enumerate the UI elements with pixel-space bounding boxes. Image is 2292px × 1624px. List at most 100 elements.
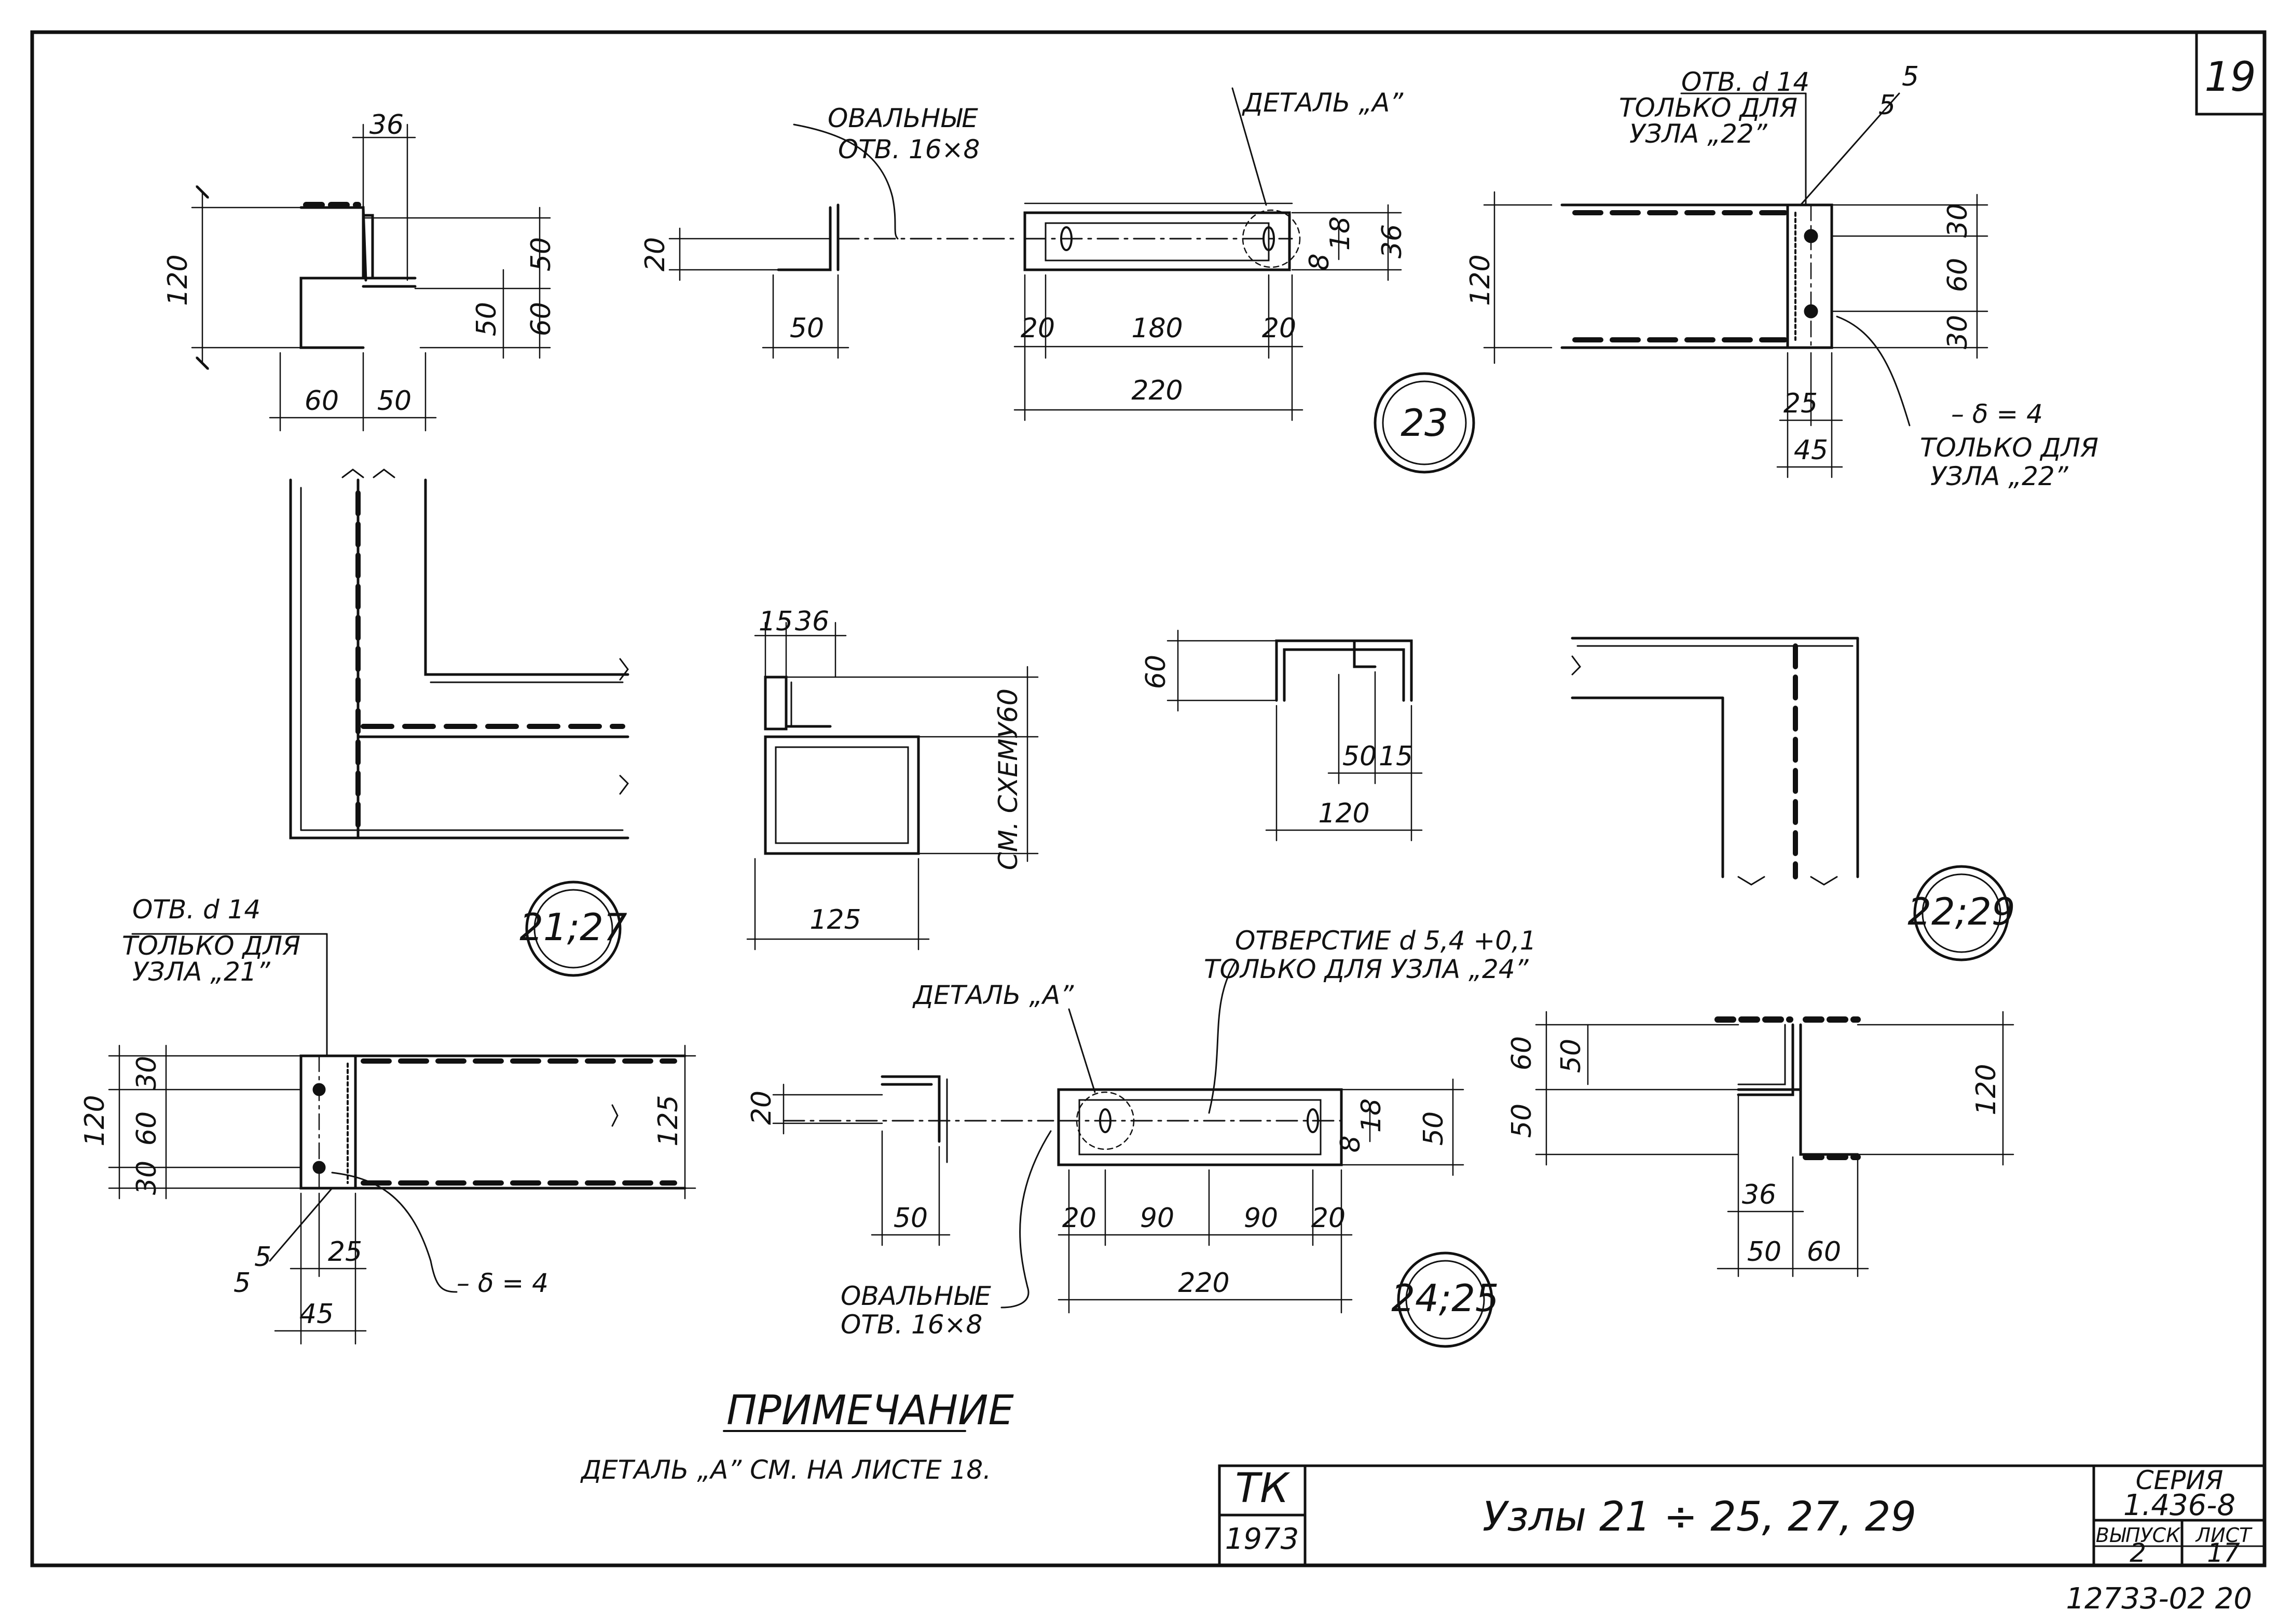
- note-heading: ПРИМЕЧАНИЕ: [726, 1387, 1014, 1434]
- dim-label: 50: [1747, 1236, 1781, 1268]
- dim-label: 90: [1140, 1203, 1174, 1234]
- dim-label: 25: [328, 1236, 362, 1268]
- t-joint-22-29: [1571, 637, 1859, 886]
- dim-label: 30: [131, 1161, 162, 1195]
- dim-label: 30: [1942, 203, 1973, 238]
- section-view-2: [668, 123, 1018, 359]
- only-node-label: УЗЛА „22”: [1930, 461, 2069, 491]
- dim-label: 25: [1783, 388, 1818, 419]
- dim-label: 50: [1556, 1039, 1587, 1073]
- node-label-21-27: 21;27: [519, 905, 627, 949]
- plate-thickness-label: – δ = 4: [1951, 399, 2043, 429]
- dim-label: 50: [790, 313, 824, 344]
- oval-holes-label: ОТВ. 16×8: [841, 1310, 982, 1340]
- drawing-frame: [30, 30, 2267, 1567]
- dim-label: 15: [1379, 741, 1413, 772]
- drawing-title: Узлы 21 ÷ 25, 27, 29: [1483, 1494, 1916, 1540]
- node-label-22-29: 22;29: [1907, 890, 2015, 933]
- series-value: 1.436-8: [2123, 1489, 2235, 1522]
- dim-label: 120: [162, 254, 194, 306]
- dim-label: 36: [369, 109, 404, 141]
- dim-label: 50: [1506, 1104, 1538, 1138]
- dim-label: 180: [1131, 313, 1183, 344]
- dim-label: 15: [759, 606, 793, 637]
- dim-label: 120: [79, 1095, 111, 1146]
- elevation-view-22: [1483, 92, 1988, 478]
- detail-a-label: ДЕТАЛЬ „А”: [1242, 88, 1404, 118]
- oval-holes-label: ОВАЛЬНЫЕ: [828, 103, 978, 133]
- dim-label: 50: [1342, 741, 1377, 772]
- dim-label: 60: [305, 386, 339, 417]
- sheet-number: 19: [2204, 54, 2256, 101]
- only-node-label: ТОЛЬКО ДЛЯ: [1920, 433, 2098, 463]
- plate-thickness-label: – δ = 4: [457, 1268, 548, 1298]
- dim-label: 20: [1311, 1203, 1346, 1234]
- oval-holes-label: ОВАЛЬНЫЕ: [841, 1281, 991, 1311]
- only-node-label: УЗЛА „21”: [132, 957, 271, 987]
- see-scheme-label: СМ. СХЕМУ: [993, 721, 1023, 870]
- issue-label: ВЫПУСК: [2096, 1524, 2181, 1547]
- section-view-hat: [1166, 629, 1423, 842]
- org-code: ТК: [1235, 1465, 1291, 1512]
- dim-label: 20: [1062, 1203, 1096, 1234]
- dim-label: 220: [1178, 1268, 1229, 1299]
- weld-size: 5: [234, 1268, 251, 1299]
- dim-label: 60: [1942, 258, 1973, 292]
- node-label-24-25: 24;25: [1391, 1276, 1499, 1320]
- dim-label: 60: [993, 689, 1024, 723]
- dim-label: 36: [1377, 224, 1408, 258]
- note-text: ДЕТАЛЬ „А” СМ. НА ЛИСТЕ 18.: [580, 1455, 991, 1485]
- dim-label: 18: [1356, 1098, 1387, 1133]
- section-view-10: [772, 1075, 1054, 1309]
- dim-label: 8: [1304, 253, 1335, 270]
- node-circles: [525, 372, 2010, 1348]
- section-view-channel: [746, 622, 1039, 951]
- corner-joint-21-27: [289, 469, 629, 839]
- sheet-label: ЛИСТ: [2195, 1524, 2253, 1547]
- title-block: [1218, 1464, 2266, 1567]
- dim-label: 60: [1506, 1036, 1538, 1070]
- dim-label: 45: [299, 1299, 334, 1330]
- dim-label: 36: [1742, 1179, 1776, 1210]
- only-node-label: ТОЛЬКО ДЛЯ УЗЛА „24”: [1204, 954, 1529, 984]
- oval-holes-label: ОТВ. 16×8: [838, 134, 980, 164]
- dim-label: 60: [131, 1111, 162, 1146]
- dim-label: 120: [1465, 254, 1496, 306]
- dim-label: 120: [1971, 1064, 2002, 1115]
- section-view-1: [191, 123, 551, 432]
- only-node-label: ТОЛЬКО ДЛЯ: [122, 931, 300, 961]
- dim-label: 50: [471, 302, 502, 336]
- dim-label: 8: [1335, 1135, 1366, 1152]
- weld-size: 5: [1878, 90, 1896, 121]
- node-label-23: 23: [1401, 401, 1448, 445]
- dim-label: 30: [131, 1056, 162, 1090]
- dim-label: 20: [1021, 313, 1055, 344]
- dim-label: 30: [1942, 315, 1973, 349]
- hole-d14-label: ОТВ. d 14: [1681, 67, 1809, 97]
- dim-label: 60: [1141, 655, 1172, 689]
- series-label: СЕРИЯ: [2136, 1465, 2224, 1495]
- issue-value: 2: [2130, 1538, 2146, 1568]
- dim-label: 50: [894, 1203, 928, 1234]
- drawing-year: 1973: [1225, 1522, 1299, 1556]
- plate-view-23: [1013, 87, 1402, 421]
- elevation-view-21: [108, 933, 696, 1345]
- dim-label: 20: [1262, 313, 1296, 344]
- only-node-label: ТОЛЬКО ДЛЯ: [1619, 93, 1797, 123]
- dim-label: 125: [653, 1095, 684, 1146]
- dim-label: 50: [526, 237, 557, 271]
- plate-view-24: [1057, 961, 1464, 1314]
- weld-size: 5: [254, 1242, 271, 1273]
- dim-label: 20: [746, 1091, 777, 1125]
- section-view-12: [1535, 1011, 2014, 1277]
- dim-label: 125: [809, 904, 861, 935]
- weld-size: 5: [1902, 61, 1919, 92]
- only-node-label: УЗЛА „22”: [1629, 119, 1768, 149]
- dim-label: 18: [1325, 216, 1356, 251]
- dim-label: 60: [526, 302, 557, 336]
- dim-label: 220: [1131, 375, 1183, 406]
- detail-a-label: ДЕТАЛЬ „А”: [912, 980, 1074, 1010]
- hole-d54-label: ОТВЕРСТИЕ d 5,4 +0,1: [1235, 926, 1536, 956]
- hole-d14-label: ОТВ. d 14: [132, 894, 260, 925]
